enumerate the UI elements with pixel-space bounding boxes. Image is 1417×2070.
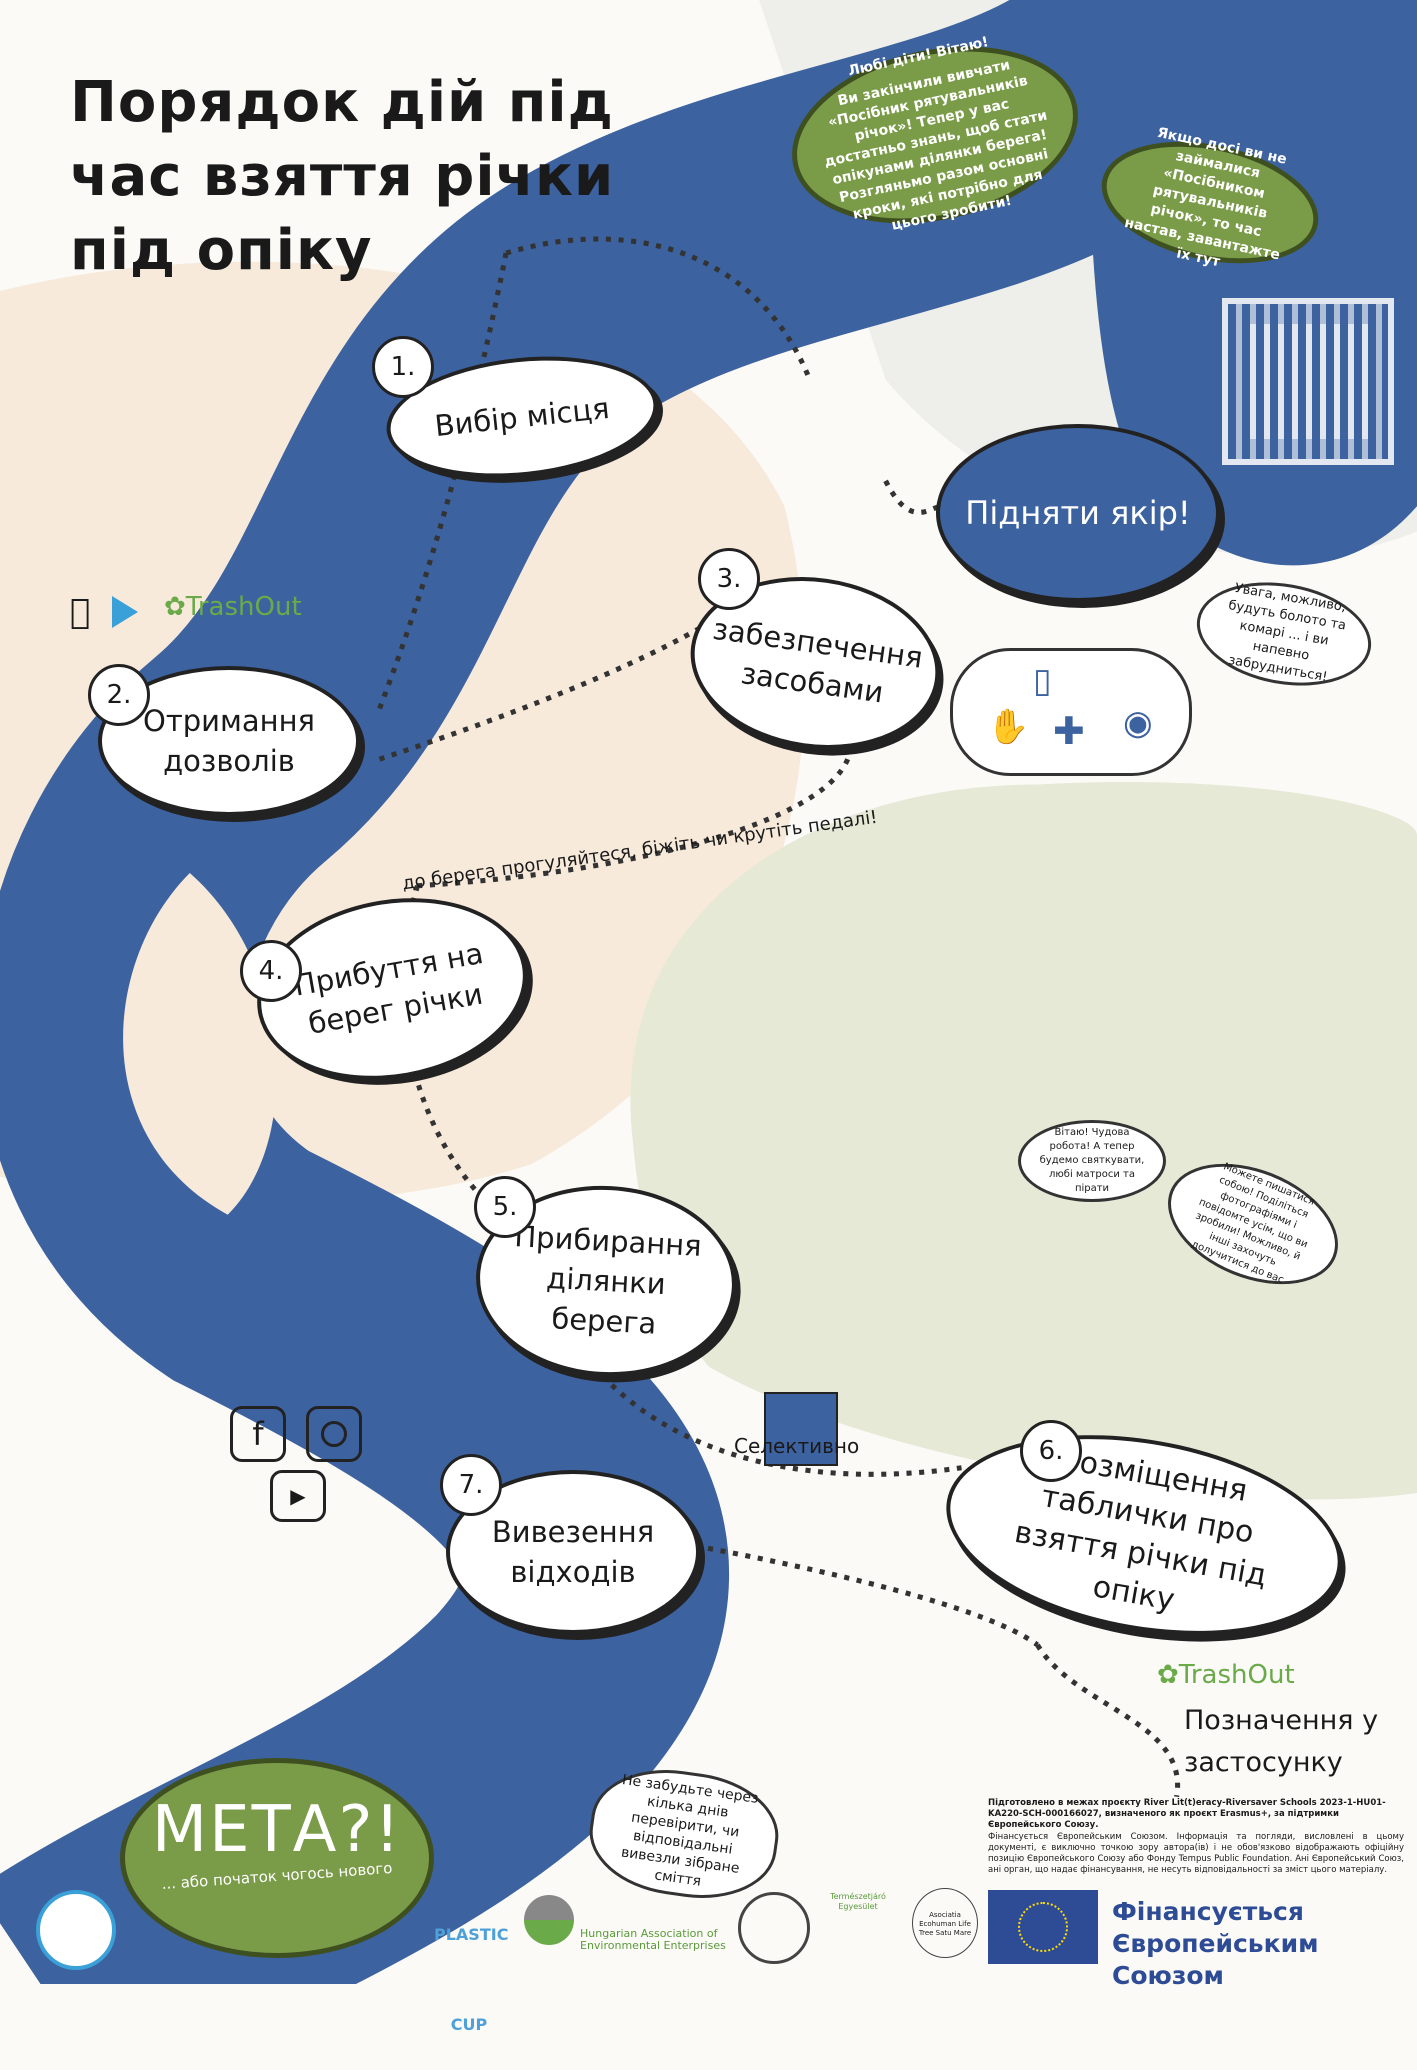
page-title: Порядок дій під час взяття річки під опі…	[70, 70, 615, 283]
facebook-icon[interactable]: f	[230, 1406, 286, 1462]
partner-seal-logo	[738, 1892, 810, 1964]
equipment-thought-cloud: ▯ ✋ ✚ ◉	[950, 648, 1192, 776]
eu-flag	[988, 1890, 1098, 1964]
partner-logo-hungarian: Hungarian Association of Environmental E…	[580, 1927, 726, 1952]
youtube-icon[interactable]: ▶	[270, 1470, 326, 1522]
footer-disclaimer: Фінансується Європейським Союзом. Інформ…	[988, 1832, 1404, 1875]
step-3-number: 3.	[698, 548, 760, 610]
goal-title: МЕТА?!	[151, 1793, 403, 1867]
step-7-number: 7.	[440, 1454, 502, 1516]
google-play-icon[interactable]	[112, 596, 138, 628]
step-2-number: 2.	[88, 664, 150, 726]
step-4-label: Прибуття на берег річки	[291, 935, 486, 1041]
phone-icon: ▯	[1033, 661, 1052, 701]
raise-anchor-bubble: Підняти якір!	[936, 424, 1220, 602]
gloves-icon: ✋	[987, 707, 1030, 747]
partner-logo-hungarian-icon	[524, 1895, 574, 1945]
leaf-icon: ✿	[1157, 1660, 1179, 1690]
instagram-icon[interactable]	[306, 1406, 362, 1462]
goal-blob: МЕТА?! ... або початок чогось нового	[120, 1758, 434, 1958]
step-5-number: 5.	[474, 1176, 536, 1238]
partner-logo-ecohuman: Asociatia Ecohuman Life Tree Satu Mare	[912, 1888, 978, 1958]
eu-stars-icon	[1018, 1902, 1068, 1952]
partner-logo-termeszetjaro: Természetjáró Egyesület	[830, 1892, 886, 1911]
first-aid-icon: ✚	[1053, 709, 1085, 753]
step-3-label: забезпечення засобами	[710, 611, 925, 710]
step-1-number: 1.	[372, 336, 434, 398]
trashout-logo[interactable]: ✿TrashOut	[164, 592, 302, 622]
bag-icon: ◉	[1123, 703, 1153, 743]
celebrate-speech-bubble: Вітаю! Чудова робота! А тепер будемо свя…	[1018, 1120, 1166, 1202]
eu-funding-label: Фінансується Європейським Союзом	[1112, 1897, 1319, 1990]
apple-icon[interactable]: 	[70, 592, 90, 632]
selective-label: Селективно	[734, 1434, 860, 1458]
recycle-bin-icon	[764, 1392, 838, 1466]
qr-code[interactable]	[1222, 298, 1394, 465]
step-6-number: 6.	[1020, 1420, 1082, 1482]
school-logo	[36, 1890, 116, 1970]
step-1-label: Вибір місця	[433, 390, 611, 444]
step-2-label: Отримання дозволів	[143, 704, 315, 778]
step-5-label: Прибирання ділянки берега	[513, 1219, 703, 1341]
step-7-label: Вивезення відходів	[491, 1515, 655, 1589]
footer-project-text: Підготовлено в межах проєкту River Lit(t…	[988, 1798, 1386, 1830]
partner-logo-plastic-cup: PLASTIC CUP	[434, 1925, 509, 2034]
leaf-icon: ✿	[164, 592, 186, 622]
step-4-number: 4.	[240, 940, 302, 1002]
trashout-logo-2: ✿TrashOut	[1157, 1660, 1295, 1690]
app-mark-label: Позначення у застосунку	[1184, 1705, 1379, 1778]
